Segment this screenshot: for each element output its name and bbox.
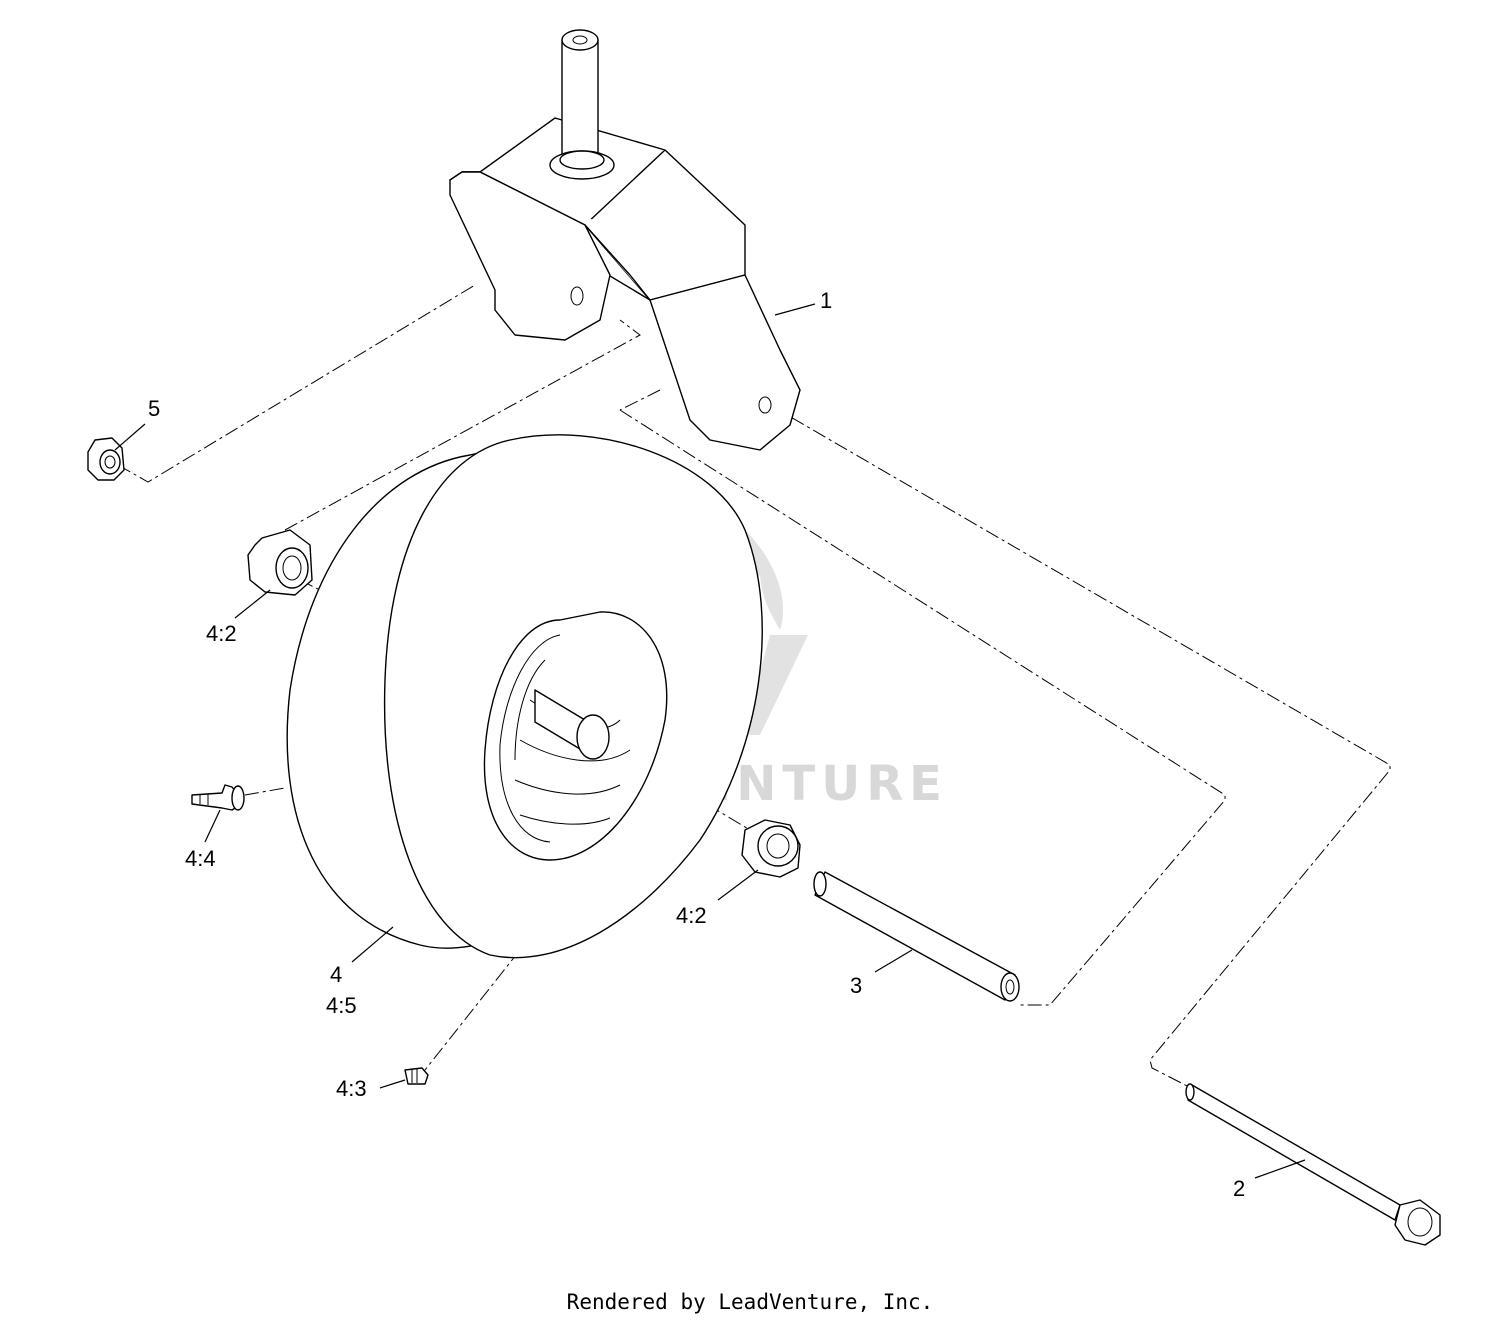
leader-lines xyxy=(114,303,1306,1179)
callout-4: 4 xyxy=(330,962,342,987)
callout-4-4: 4:4 xyxy=(185,846,216,871)
bearing-bottom xyxy=(741,819,801,878)
callout-5: 5 xyxy=(148,396,160,421)
nut xyxy=(87,437,125,481)
bolt xyxy=(1185,1083,1441,1246)
callout-2: 2 xyxy=(1233,1176,1245,1201)
callout-4-2-top: 4:2 xyxy=(206,621,237,646)
caster-fork xyxy=(449,29,801,451)
callout-4-3: 4:3 xyxy=(336,1076,367,1101)
spacer-tube xyxy=(813,871,1020,1002)
footer-credit: Rendered by LeadVenture, Inc. xyxy=(566,1290,934,1314)
bearing-top xyxy=(247,529,313,596)
grease-fitting xyxy=(404,1067,429,1085)
callouts: 1 2 3 4 4:5 4:2 4:2 4:3 4:4 5 xyxy=(148,288,1245,1201)
callout-4-2-bottom: 4:2 xyxy=(676,903,707,928)
valve-stem xyxy=(191,784,245,811)
callout-1: 1 xyxy=(820,288,832,313)
callout-4-5: 4:5 xyxy=(326,993,357,1018)
wheel-tire xyxy=(286,434,763,959)
callout-3: 3 xyxy=(850,973,862,998)
